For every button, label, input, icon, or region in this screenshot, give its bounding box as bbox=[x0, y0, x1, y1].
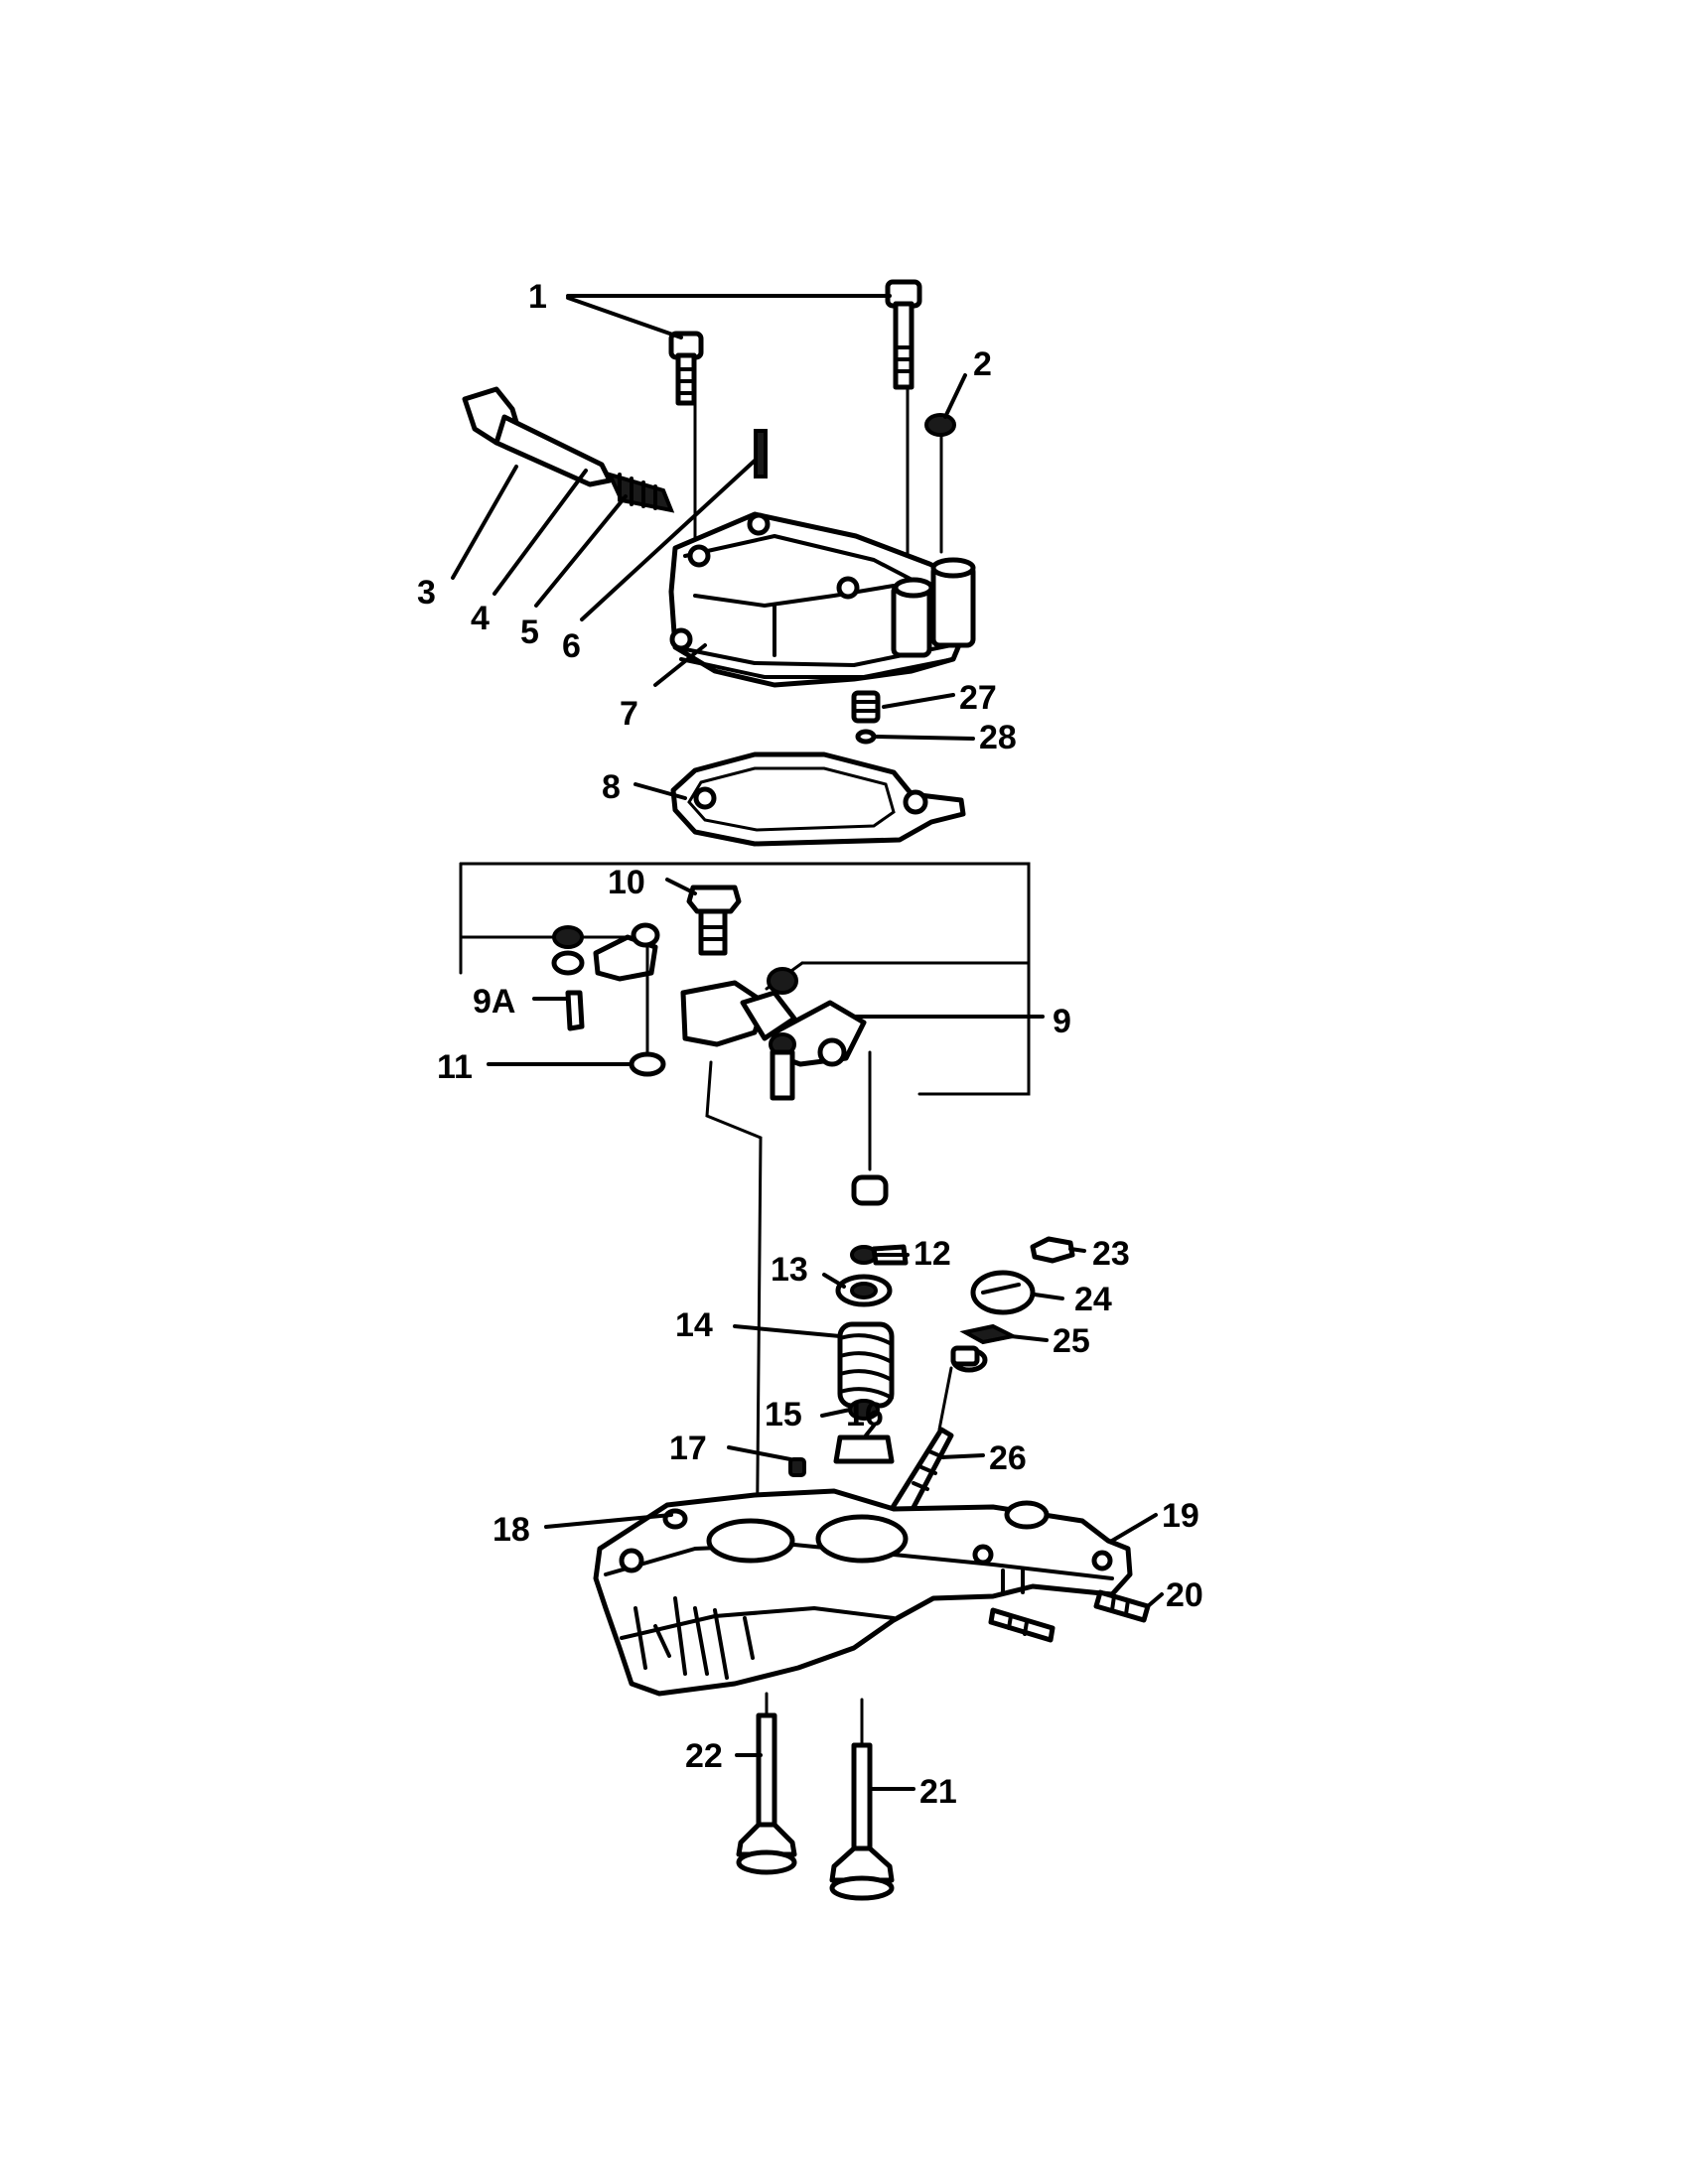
callout-6: 6 bbox=[562, 627, 581, 665]
rocker-bolt bbox=[686, 885, 742, 956]
callout-18: 18 bbox=[492, 1511, 530, 1549]
valve-cap bbox=[1030, 1236, 1075, 1264]
valve-spring bbox=[837, 1321, 895, 1409]
callout-27: 27 bbox=[959, 679, 997, 717]
callout-2: 2 bbox=[973, 345, 992, 383]
valve-stem-seal bbox=[788, 1457, 806, 1477]
valve-cover bbox=[668, 511, 976, 688]
callout-3: 3 bbox=[417, 574, 436, 612]
sealing-washer bbox=[959, 1323, 1020, 1345]
breather-tube-assembly bbox=[462, 386, 675, 513]
exhaust-valve bbox=[829, 1698, 895, 1901]
callout-14: 14 bbox=[675, 1306, 713, 1344]
spring-retainer bbox=[835, 1274, 893, 1307]
callout-12: 12 bbox=[914, 1235, 951, 1273]
rocker-arm-left bbox=[551, 922, 666, 1077]
callout-26: 26 bbox=[989, 1439, 1027, 1477]
callout-9a: 9A bbox=[473, 983, 515, 1021]
callout-17: 17 bbox=[669, 1430, 707, 1467]
cover-plate bbox=[970, 1270, 1036, 1315]
cover-bolt-left bbox=[668, 331, 704, 543]
callout-1: 1 bbox=[528, 278, 547, 316]
rocker-arm-right bbox=[680, 967, 889, 1206]
cover-bolt-right bbox=[885, 279, 922, 558]
callout-10: 10 bbox=[608, 864, 645, 901]
callout-25: 25 bbox=[1053, 1322, 1090, 1360]
callout-24: 24 bbox=[1074, 1281, 1112, 1318]
callout-5: 5 bbox=[520, 614, 539, 651]
head-stud bbox=[988, 1607, 1055, 1643]
push-rod-guide bbox=[705, 1060, 763, 1586]
callout-13: 13 bbox=[771, 1251, 808, 1289]
callout-4: 4 bbox=[471, 600, 490, 637]
callout-labels: 1 2 3 4 5 6 7 8 9 9A 10 11 12 13 14 15 1… bbox=[417, 278, 1203, 1811]
callout-28: 28 bbox=[979, 719, 1017, 756]
callout-16: 16 bbox=[846, 1396, 884, 1433]
callout-7: 7 bbox=[620, 695, 638, 733]
leader-lines bbox=[451, 294, 1164, 1791]
cover-stud bbox=[754, 429, 768, 478]
callout-15: 15 bbox=[765, 1396, 802, 1433]
callout-23: 23 bbox=[1092, 1235, 1130, 1273]
spring-seat bbox=[833, 1399, 895, 1464]
callout-19: 19 bbox=[1162, 1497, 1199, 1535]
head-dowel bbox=[1093, 1589, 1151, 1623]
intake-valve bbox=[736, 1692, 797, 1875]
callout-20: 20 bbox=[1166, 1576, 1203, 1614]
injector bbox=[889, 1345, 988, 1518]
callout-9: 9 bbox=[1053, 1003, 1071, 1040]
rocker-assembly-box bbox=[459, 862, 1031, 1096]
breather-nut bbox=[924, 413, 956, 554]
cover-gasket bbox=[670, 751, 966, 847]
callout-22: 22 bbox=[685, 1737, 723, 1775]
cylinder-head bbox=[593, 1488, 1133, 1697]
callout-8: 8 bbox=[602, 768, 621, 806]
callout-11: 11 bbox=[437, 1048, 473, 1086]
breather-plug bbox=[851, 690, 881, 745]
callout-21: 21 bbox=[919, 1773, 957, 1811]
